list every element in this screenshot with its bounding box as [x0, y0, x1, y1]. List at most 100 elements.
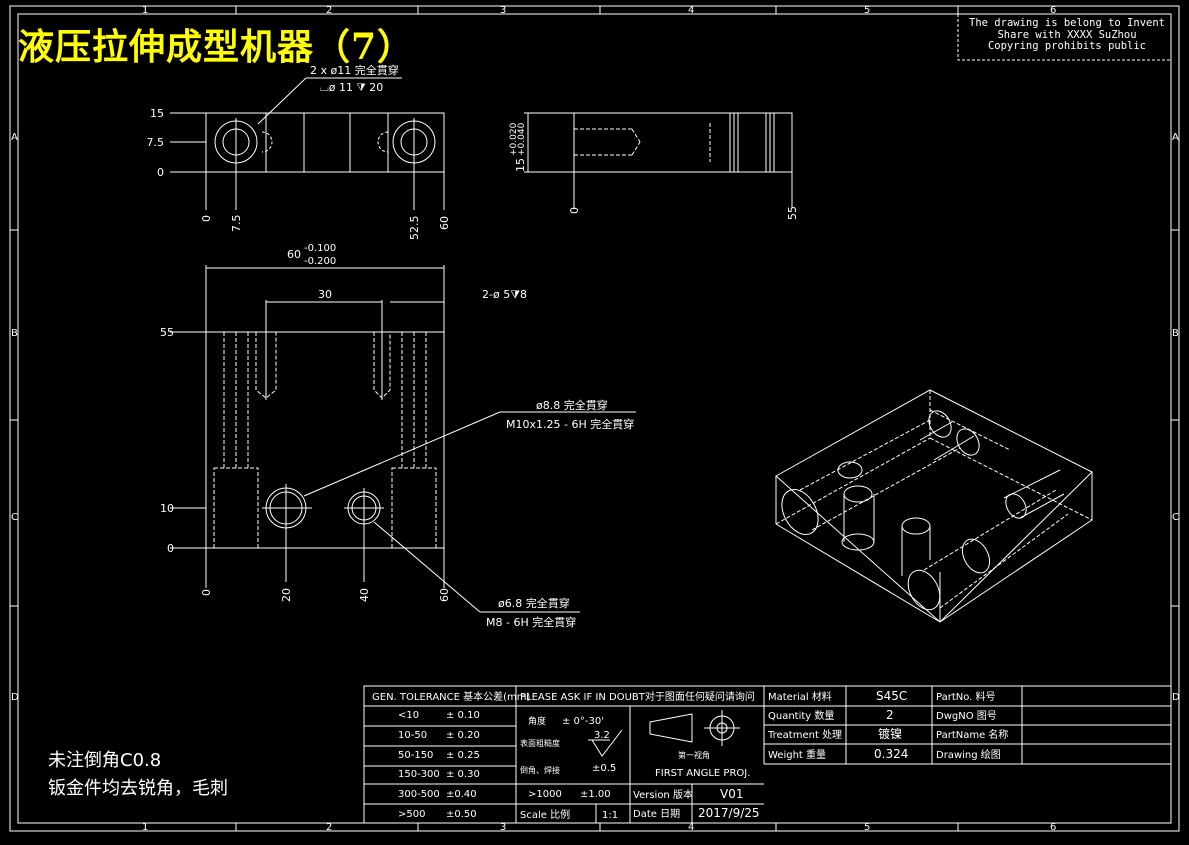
col-label: 1 — [142, 5, 148, 16]
chamfer-label: 倒角、焊接 — [520, 765, 560, 775]
top-view-dims: 15 7.5 0 0 7.5 52.5 60 2 x ø11 完全貫穿 ⌴ø 1… — [147, 63, 452, 240]
date-value: 2017/9/25 — [698, 806, 760, 820]
chamfer-note: 未注倒角C0.8 — [48, 750, 162, 771]
date-label: Date 日期 — [633, 808, 680, 820]
tol-value: ± 0.25 — [446, 750, 480, 761]
front-width-tol-upper: -0.100 — [304, 243, 336, 254]
tolerance-header: GEN. TOLERANCE 基本公差(mm) — [372, 690, 531, 703]
drawing-label: Drawing 绘图 — [936, 748, 1001, 761]
hole1-callout: ø8.8 完全貫穿 — [536, 398, 608, 412]
angle-label: 角度 — [528, 715, 546, 727]
tol-range: 150-300 — [398, 769, 440, 780]
row-label: D — [11, 692, 19, 703]
side-view-dims: 15 +0.040 +0.020 0 55 — [509, 122, 799, 220]
tol-value: ±0.50 — [446, 809, 477, 820]
dwgno-label: DwgNO 图号 — [936, 710, 997, 722]
chamfer-value: ±0.5 — [592, 763, 616, 774]
tol-range: <10 — [398, 710, 419, 721]
row-label: C — [11, 512, 18, 523]
col-label: 2 — [326, 5, 332, 16]
title-block-text: GEN. TOLERANCE 基本公差(mm) <10 ± 0.10 10-50… — [372, 689, 1008, 821]
col-label: 2 — [326, 822, 332, 833]
roughness-value: 3.2 — [594, 730, 610, 741]
tol-value: ± 0.20 — [446, 730, 480, 741]
ask-text: PLEASE ASK IF IN DOUBT对于图面任何疑问请询问 — [520, 690, 755, 703]
notice-line: Share with XXXX SuZhou — [997, 28, 1137, 41]
treatment-value: 镀镍 — [878, 727, 902, 741]
row-label: C — [1172, 512, 1179, 523]
tol-value: ± 0.30 — [446, 769, 480, 780]
deburr-note: 钣金件均去锐角，毛刺 — [48, 778, 228, 799]
weight-value: 0.324 — [874, 747, 908, 761]
notice-line: Copyring prohibits public — [987, 40, 1147, 52]
top-x-dim: 0 — [200, 215, 213, 222]
col-label: 4 — [688, 822, 694, 833]
col-label: 5 — [864, 822, 870, 833]
angle-value: ± 0°-30' — [562, 716, 604, 727]
hole1-thread: M10x1.25 - 6H 完全貫穿 — [506, 417, 634, 431]
partname-label: PartName 名称 — [936, 728, 1008, 741]
material-value: S45C — [876, 689, 907, 703]
front-y-dim: 55 — [160, 326, 174, 339]
tol-value: ± 0.10 — [446, 710, 480, 721]
border-labels: 1 2 3 4 5 6 1 2 3 4 5 6 A B C D A B C D — [11, 5, 1180, 833]
side-x-dim: 0 — [568, 207, 581, 214]
front-x-dim: 20 — [280, 588, 293, 602]
projection-en: FIRST ANGLE PROJ. — [655, 768, 750, 779]
version-label: Version 版本 — [633, 788, 693, 801]
row-label: A — [1172, 132, 1179, 143]
front-x-dim: 40 — [358, 588, 371, 602]
front-view — [170, 265, 636, 613]
front-width: 60 — [287, 248, 301, 261]
top-y-dim: 7.5 — [147, 136, 165, 149]
side-view — [524, 112, 793, 208]
front-view-dims: 60 -0.100 -0.200 30 2-ø 5⧩8 55 10 0 0 20… — [160, 243, 634, 629]
over1000-value: ±1.00 — [580, 789, 611, 800]
side-tol-upper: +0.040 — [517, 122, 527, 156]
col-label: 3 — [500, 5, 506, 16]
side-height: 15 — [514, 158, 527, 172]
col-label: 6 — [1050, 822, 1056, 833]
col-label: 3 — [500, 822, 506, 833]
treatment-label: Treatment 处理 — [767, 729, 842, 741]
tol-range: 300-500 — [398, 789, 440, 800]
top-view — [170, 77, 445, 210]
hole2-thread: M8 - 6H 完全貫穿 — [486, 615, 576, 629]
col-label: 1 — [142, 822, 148, 833]
top-x-dim: 60 — [438, 216, 451, 230]
tol-range: 50-150 — [398, 750, 433, 761]
tol-range: 10-50 — [398, 730, 427, 741]
front-width-tol-lower: -0.200 — [304, 256, 336, 267]
copyright-notice: The drawing is belong to Invent Share wi… — [962, 17, 1172, 53]
notice-line: The drawing is belong to Invent — [969, 17, 1165, 29]
top-x-dim: 52.5 — [408, 216, 421, 241]
row-label: B — [1172, 328, 1179, 339]
quantity-label: Quantity 数量 — [768, 709, 834, 722]
col-label: 4 — [688, 5, 694, 16]
front-y-dim: 10 — [160, 502, 174, 515]
top-y-dim: 0 — [157, 166, 164, 179]
scale-value: 1:1 — [602, 810, 618, 821]
title-block — [363, 685, 1172, 824]
front-y-dim: 0 — [167, 542, 174, 555]
drawing-title: 液压拉伸成型机器（7） — [18, 26, 415, 68]
col-label: 6 — [1050, 5, 1056, 16]
projection-cn: 第一视角 — [678, 750, 710, 760]
row-label: A — [11, 132, 18, 143]
top-y-dim: 15 — [150, 107, 164, 120]
scale-label: Scale 比例 — [520, 808, 570, 821]
front-x-dim: 0 — [200, 589, 213, 596]
tol-value: ±0.40 — [446, 789, 477, 800]
weight-label: Weight 重量 — [768, 748, 826, 761]
side-x-dim: 55 — [786, 206, 799, 220]
over1000-range: >1000 — [528, 789, 562, 800]
col-label: 5 — [864, 5, 870, 16]
front-x-dim: 60 — [438, 588, 451, 602]
isometric-view — [775, 389, 1093, 623]
notice-box — [957, 13, 1172, 61]
hole2-callout: ø6.8 完全貫穿 — [498, 596, 570, 610]
row-label: D — [1172, 692, 1180, 703]
tol-range: >500 — [398, 809, 425, 820]
